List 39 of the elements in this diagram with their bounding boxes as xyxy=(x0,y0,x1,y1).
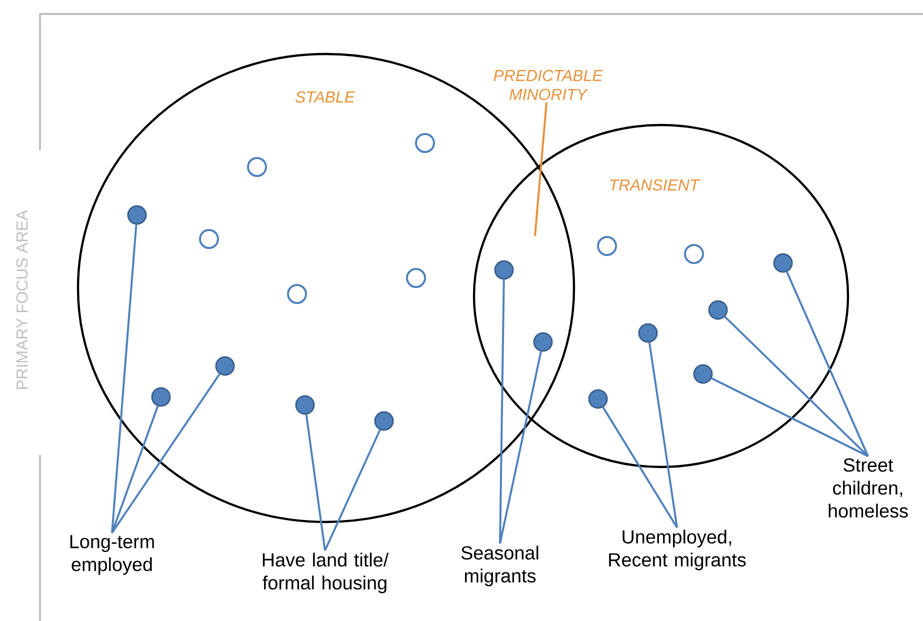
leader-line xyxy=(111,374,220,534)
open-circle xyxy=(597,236,617,256)
filled-dot xyxy=(374,411,394,431)
leader-line xyxy=(786,272,869,457)
open-circle xyxy=(247,157,267,177)
group-label: Unemployed, Recent migrants xyxy=(609,530,746,570)
group-label: Seasonal migrants xyxy=(461,546,538,586)
open-circle xyxy=(415,133,435,153)
group-label: Long-term employed xyxy=(70,535,154,575)
leader-line xyxy=(324,429,381,551)
filled-dot xyxy=(708,300,728,320)
open-circle xyxy=(406,268,426,288)
open-circle xyxy=(684,244,704,264)
callout-text: PREDICTABLE MINORITY xyxy=(494,70,603,100)
leader-line xyxy=(499,280,505,544)
open-circle xyxy=(287,284,307,304)
leader-line xyxy=(602,406,678,528)
leader-line xyxy=(711,377,868,458)
group-label: Street children, homeless xyxy=(828,458,908,518)
open-circle xyxy=(199,229,219,249)
leader-line xyxy=(111,406,159,534)
leader-line xyxy=(499,351,542,544)
filled-dot xyxy=(588,389,608,409)
filled-dot xyxy=(494,260,514,280)
filled-dot xyxy=(773,253,793,273)
leader-line xyxy=(111,224,138,533)
filled-dot xyxy=(295,395,315,415)
filled-dot xyxy=(127,205,147,225)
filled-dot xyxy=(215,356,235,376)
group-label: Have land title/ formal housing xyxy=(262,552,389,594)
filled-dot xyxy=(533,332,553,352)
leader-line xyxy=(305,414,326,551)
axis-label: PRIMARY FOCUS AREA xyxy=(16,210,28,389)
filled-dot xyxy=(638,323,658,343)
filled-dot xyxy=(151,387,171,407)
leader-line xyxy=(648,342,678,528)
leader-line xyxy=(724,316,869,457)
filled-dot xyxy=(693,364,713,384)
leader-line xyxy=(534,102,548,236)
